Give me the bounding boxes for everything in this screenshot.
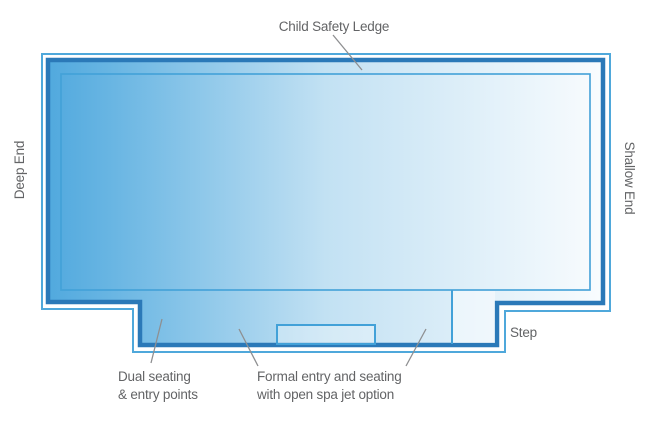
pool-wall — [45, 57, 606, 348]
label-child-safety-ledge: Child Safety Ledge — [279, 19, 389, 34]
label-dual-seating: Dual seating & entry points — [118, 369, 198, 402]
label-dual-seating-line2: & entry points — [118, 387, 198, 402]
label-deep-end: Deep End — [12, 141, 27, 199]
label-formal-entry-line2: with open spa jet option — [256, 387, 394, 402]
label-formal-entry-line1: Formal entry and seating — [257, 369, 402, 384]
label-step: Step — [510, 325, 537, 340]
label-formal-entry: Formal entry and seating with open spa j… — [256, 369, 402, 402]
bench-seat — [276, 324, 376, 345]
leader-dual-seating — [150, 318, 163, 364]
pool-coping-outline — [41, 53, 611, 353]
label-dual-seating-line1: Dual seating — [118, 369, 191, 384]
child-safety-ledge-line — [60, 73, 591, 291]
step-area — [453, 291, 495, 343]
label-shallow-end: Shallow End — [622, 142, 637, 215]
leader-formal-entry-left — [238, 328, 259, 367]
leader-formal-entry-right — [405, 328, 427, 367]
leader-child-safety-ledge — [332, 34, 363, 71]
